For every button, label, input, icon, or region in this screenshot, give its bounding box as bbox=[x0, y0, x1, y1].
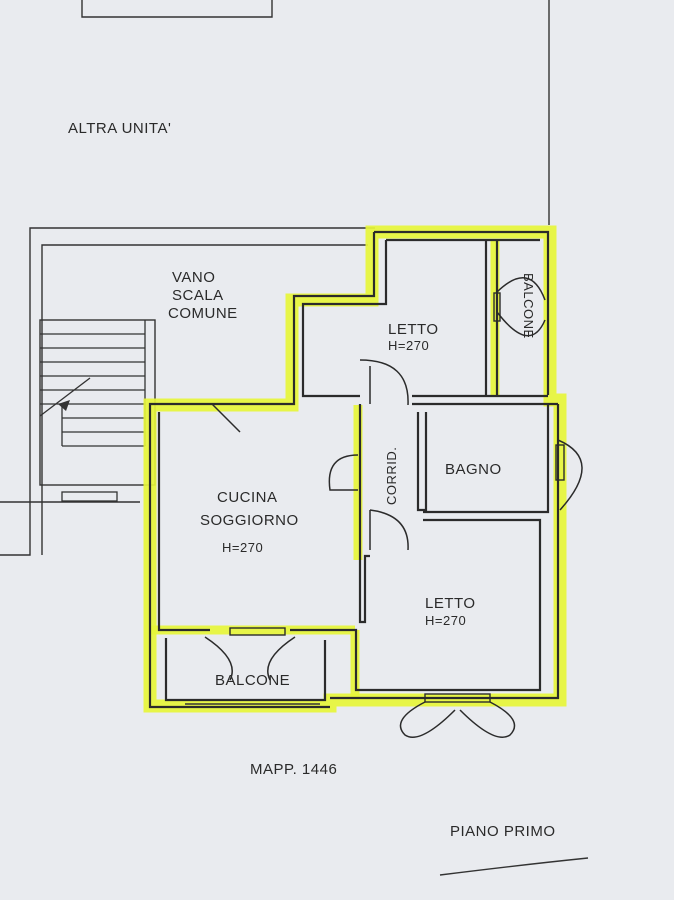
left-outline bbox=[0, 227, 375, 556]
label-cucina: CUCINA bbox=[217, 489, 278, 506]
doors bbox=[204, 277, 583, 738]
unit-walls bbox=[148, 230, 560, 709]
label-letto-top-height: H=270 bbox=[388, 338, 429, 353]
label-corridoio: CORRID. bbox=[384, 447, 399, 505]
top-outline bbox=[81, 0, 273, 18]
staircase bbox=[39, 319, 156, 486]
label-piano: PIANO PRIMO bbox=[450, 823, 556, 840]
label-letto-bottom-height: H=270 bbox=[425, 613, 466, 628]
label-scala: SCALA bbox=[172, 287, 224, 304]
label-mappale: MAPP. 1446 bbox=[250, 761, 337, 778]
label-balcone-bottom: BALCONE bbox=[215, 672, 290, 689]
left-inner-outline bbox=[41, 244, 368, 555]
unit-highlight-inner bbox=[150, 240, 500, 700]
label-vano: VANO bbox=[172, 269, 215, 286]
stair-window bbox=[61, 491, 118, 502]
label-letto-bottom: LETTO bbox=[425, 595, 476, 612]
label-letto-top: LETTO bbox=[388, 321, 439, 338]
label-comune: COMUNE bbox=[168, 305, 238, 322]
label-balcone-right: BALCONE bbox=[521, 273, 536, 339]
piano-underline bbox=[439, 857, 589, 876]
label-bagno: BAGNO bbox=[445, 461, 502, 478]
label-soggiorno: SOGGIORNO bbox=[200, 512, 299, 529]
label-altra-unita: ALTRA UNITA' bbox=[68, 120, 171, 137]
label-cucina-height: H=270 bbox=[222, 540, 263, 555]
